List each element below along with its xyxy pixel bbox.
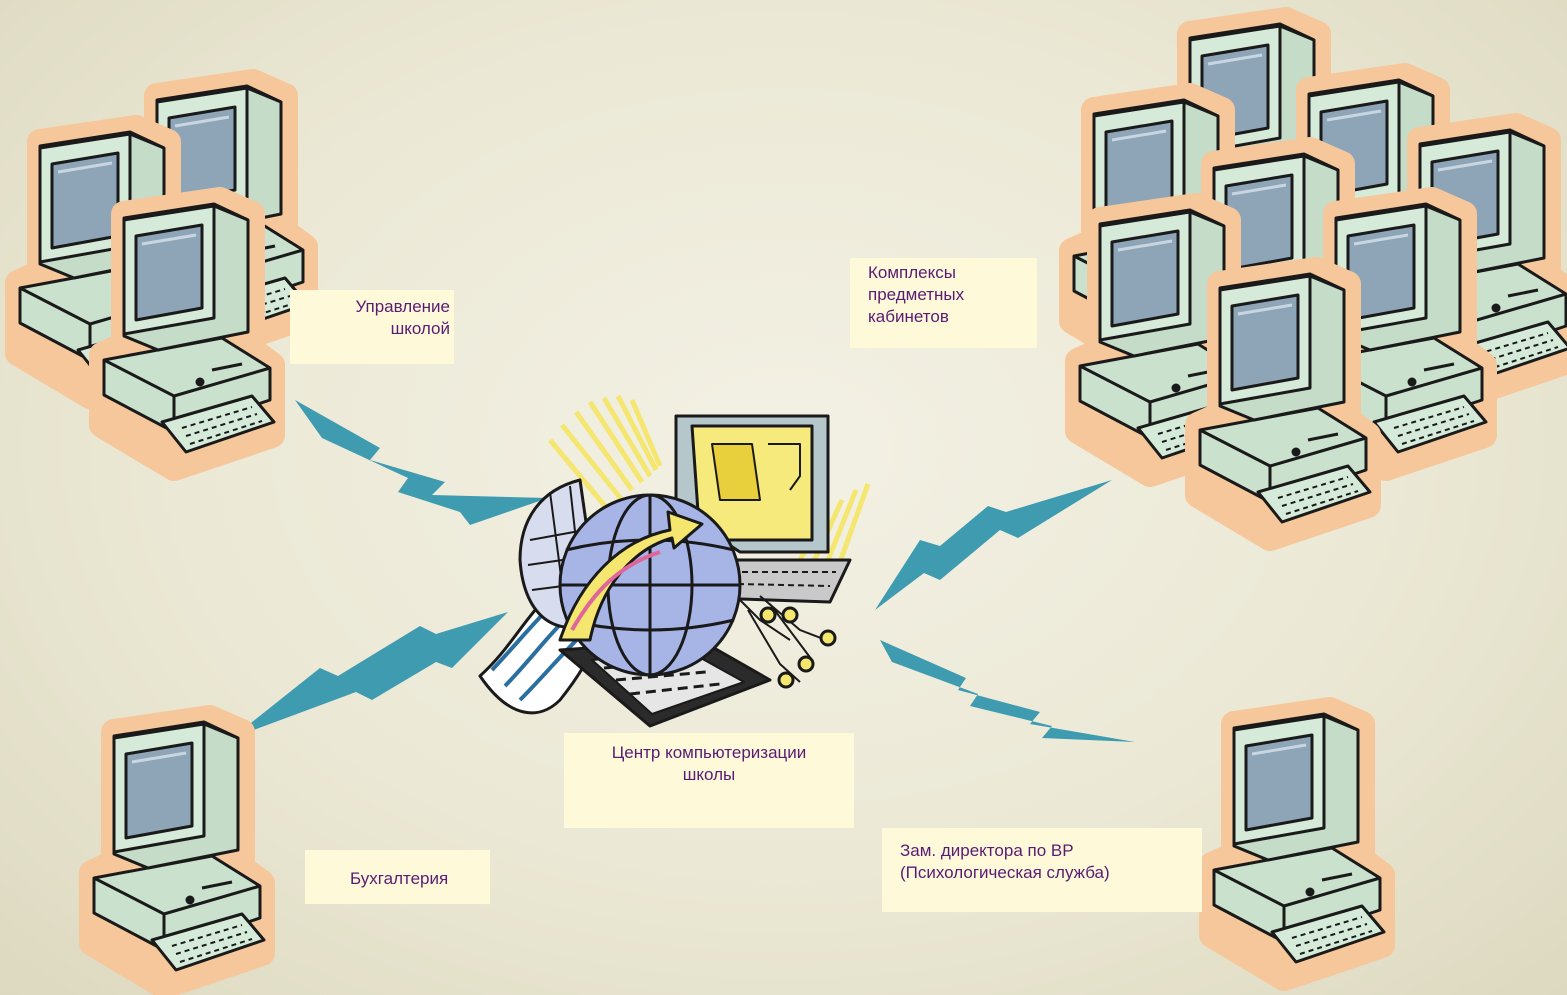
label-school-management: Управление школой <box>290 290 454 364</box>
label-center: Центр компьютеризации школы <box>564 733 854 828</box>
desktop-computer-icon <box>102 200 274 468</box>
label-line: предметных <box>868 285 965 304</box>
label-line: (Психологическая служба) <box>900 863 1110 882</box>
computer-accounting <box>92 718 264 986</box>
globe-network-icon <box>478 394 871 728</box>
desktop-computer-icon <box>92 718 264 986</box>
label-subject-rooms: Комплексы предметных кабинетов <box>850 258 1037 348</box>
label-deputy-director: Зам. директора по ВР (Психологическая сл… <box>882 828 1202 912</box>
label-line: Бухгалтерия <box>350 869 449 888</box>
label-line: школы <box>682 765 736 784</box>
link-accounting-center <box>232 612 508 738</box>
label-line: Зам. директора по ВР <box>900 841 1074 860</box>
computer-group-subject-rooms <box>1072 20 1567 538</box>
label-line: школой <box>390 319 450 338</box>
label-accounting: Бухгалтерия <box>305 850 490 904</box>
desktop-computer-icon <box>1198 270 1370 538</box>
link-rooms-center <box>875 480 1112 610</box>
label-line: Центр компьютеризации <box>611 743 807 762</box>
desktop-computer-icon <box>1212 710 1384 978</box>
link-management-center <box>295 400 548 525</box>
label-line: Управление <box>355 297 450 316</box>
label-line: кабинетов <box>868 307 949 326</box>
computer-group-management <box>18 82 307 468</box>
label-line: Комплексы <box>868 263 956 282</box>
computer-deputy-director <box>1212 710 1384 978</box>
link-deputy-center <box>880 640 1135 742</box>
